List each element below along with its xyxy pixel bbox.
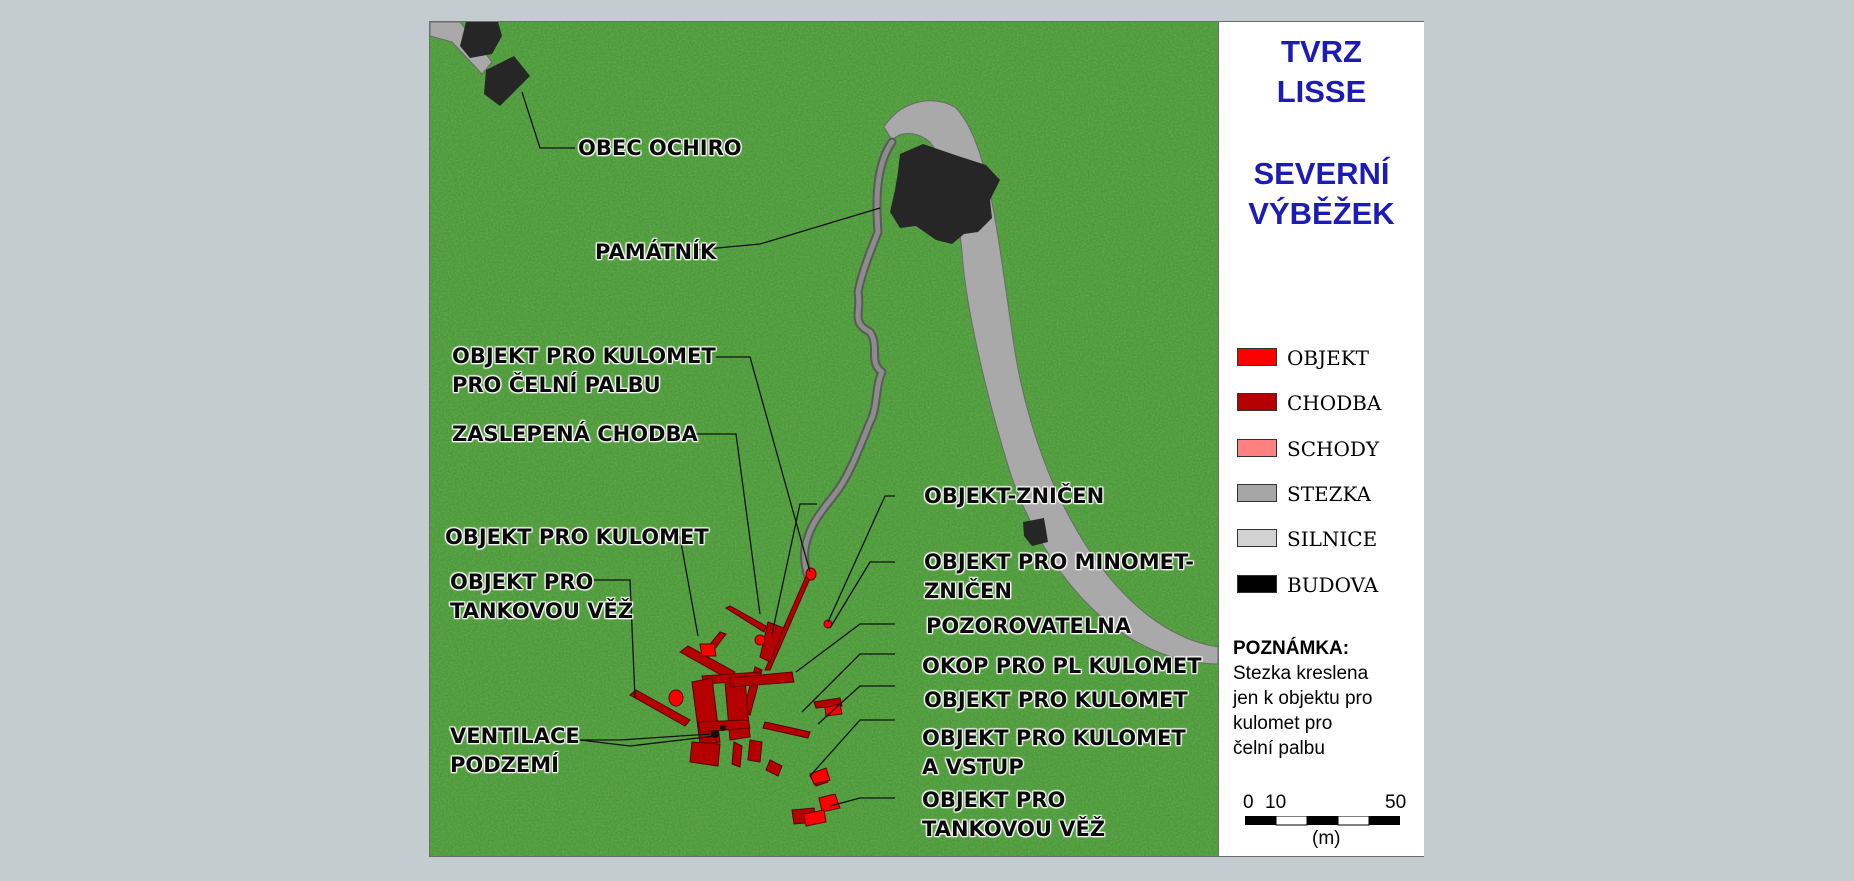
legend-label-stezka: STEZKA [1287, 482, 1372, 506]
label-pamatnik: PAMÁTNÍK [595, 240, 717, 264]
building-obec-1 [460, 22, 502, 58]
building-pamatnik [890, 144, 1000, 244]
scale-tick-50: 50 [1385, 792, 1407, 813]
legend-swatch-budova [1237, 575, 1277, 593]
label-obec-ochiro: OBEC OCHIRO [578, 136, 742, 160]
scale-tick-10: 10 [1265, 792, 1287, 813]
label-objekt-kulomet-2: OBJEKT PRO KULOMET [924, 688, 1188, 712]
label-objekt-kulomet-1: OBJEKT PRO KULOMET [445, 525, 709, 549]
label-okop-pl-kulomet: OKOP PRO PL KULOMET [922, 654, 1202, 678]
legend-label-objekt: OBJEKT [1287, 346, 1369, 370]
note-line: kulomet pro [1233, 713, 1333, 734]
map-canvas [430, 22, 1218, 856]
map-note: POZNÁMKA: Stezka kreslena jen k objektu … [1233, 636, 1418, 761]
note-line: čelní palbu [1233, 738, 1325, 759]
label-pozorovatelna: POZOROVATELNA [926, 614, 1132, 638]
legend-swatch-chodba [1237, 393, 1277, 411]
building-obec-2 [484, 56, 530, 106]
ventilation-2 [720, 725, 726, 731]
note-title: POZNÁMKA: [1233, 638, 1350, 659]
legend-swatch-stezka [1237, 484, 1277, 502]
scale-unit: (m) [1312, 828, 1341, 849]
note-line: jen k objektu pro [1233, 688, 1373, 709]
legend-label-budova: BUDOVA [1287, 573, 1379, 597]
scale-bar: 0 10 50 (m) [1219, 792, 1424, 852]
fortification-complex [629, 573, 843, 825]
label-zaslepena-chodba: ZASLEPENÁ CHODBA [452, 422, 698, 446]
legend-label-schody: SCHODY [1287, 437, 1380, 461]
legend-label-silnice: SILNICE [1287, 527, 1378, 551]
legend-swatch-silnice [1237, 529, 1277, 547]
label-objekt-minomet: OBJEKT PRO MINOMET-ZNIČEN [924, 550, 1194, 603]
legend-swatch-schody [1237, 439, 1277, 457]
label-objekt-znicen: OBJEKT-ZNIČEN [924, 484, 1105, 508]
legend-swatch-objekt [1237, 348, 1277, 366]
scale-tick-0: 0 [1243, 792, 1254, 813]
note-line: Stezka kreslena [1233, 663, 1369, 684]
legend-label-chodba: CHODBA [1287, 391, 1382, 415]
road-northwest [430, 22, 493, 75]
building-small [1023, 518, 1048, 546]
fortification-objects [668, 567, 843, 827]
leader-lines [521, 91, 895, 807]
scale-bar-graphic [1245, 816, 1400, 826]
